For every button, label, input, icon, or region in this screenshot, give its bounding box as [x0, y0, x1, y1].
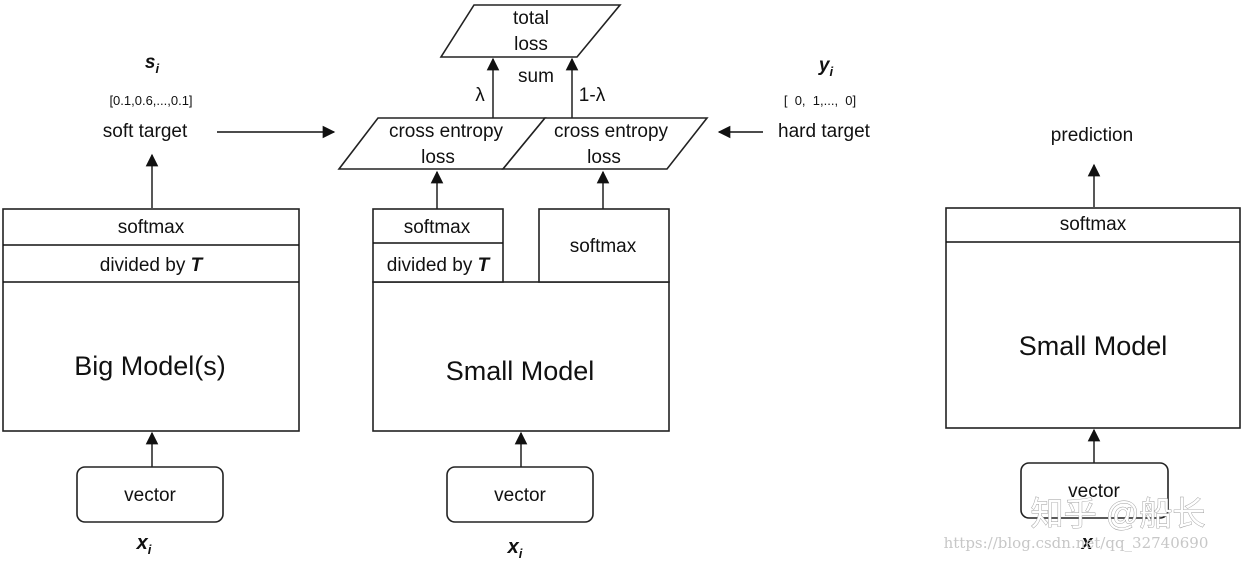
one-minus-lambda-label: 1-λ — [579, 85, 606, 106]
hard-ce-loss-box — [501, 117, 709, 170]
hard-ce-line1: cross entropy — [554, 121, 669, 142]
total-loss-line1: total — [513, 8, 549, 29]
inference-model-box — [945, 207, 1241, 429]
soft-target-label: soft target — [103, 121, 188, 142]
student-soft-softmax: softmax — [404, 217, 471, 238]
zhihu-watermark: 知乎 @船长 — [1031, 495, 1206, 532]
teacher-vector-box — [76, 466, 224, 523]
student-section: total loss sum λ 1-λ cross entropy loss … — [337, 4, 871, 561]
total-loss-box — [439, 4, 622, 58]
student-hard-head-box — [538, 208, 670, 283]
teacher-softmax: softmax — [118, 217, 185, 238]
inference-softmax: softmax — [1060, 214, 1127, 235]
teacher-section: si [0.1,0.6,...,0.1] soft target softmax… — [2, 52, 336, 557]
student-soft-head-box — [372, 208, 504, 283]
watermarks: 知乎 @船长 https://blog.csdn.net/qq_32740690 — [944, 495, 1209, 552]
soft-ce-line2: loss — [421, 147, 455, 168]
soft-ce-line1: cross entropy — [389, 121, 504, 142]
inference-small-model-label: Small Model — [1019, 331, 1168, 361]
sum-label: sum — [518, 66, 554, 87]
s-label: si — [145, 52, 160, 76]
student-x-label: xi — [507, 536, 523, 561]
student-model-box — [372, 281, 670, 432]
hard-target-label: hard target — [778, 121, 871, 142]
inference-vector-label: vector — [1068, 481, 1120, 502]
prediction-label: prediction — [1051, 125, 1133, 146]
total-loss-line2: loss — [514, 34, 548, 55]
teacher-x-label: xi — [136, 532, 152, 557]
inference-section: prediction softmax Small Model vector x — [945, 125, 1241, 554]
big-model-label: Big Model(s) — [74, 351, 226, 381]
student-divided-by-t: divided by T — [387, 255, 491, 276]
inference-x-label: x — [1080, 532, 1093, 554]
soft-target-vector: [0.1,0.6,...,0.1] — [109, 93, 192, 108]
teacher-divided-by-t: divided by T — [100, 255, 204, 276]
lambda-label: λ — [475, 85, 485, 106]
teacher-vector-label: vector — [124, 485, 176, 506]
student-vector-box — [446, 466, 594, 523]
teacher-model-box — [2, 208, 300, 432]
hard-target-vector: [ 0, 1,..., 0] — [784, 93, 856, 108]
student-hard-softmax: softmax — [570, 236, 637, 257]
y-label: yi — [818, 55, 834, 79]
student-vector-label: vector — [494, 485, 546, 506]
inference-vector-box — [1020, 462, 1169, 519]
csdn-url-watermark: https://blog.csdn.net/qq_32740690 — [944, 534, 1209, 552]
hard-ce-line2: loss — [587, 147, 621, 168]
student-small-model-label: Small Model — [446, 356, 595, 386]
